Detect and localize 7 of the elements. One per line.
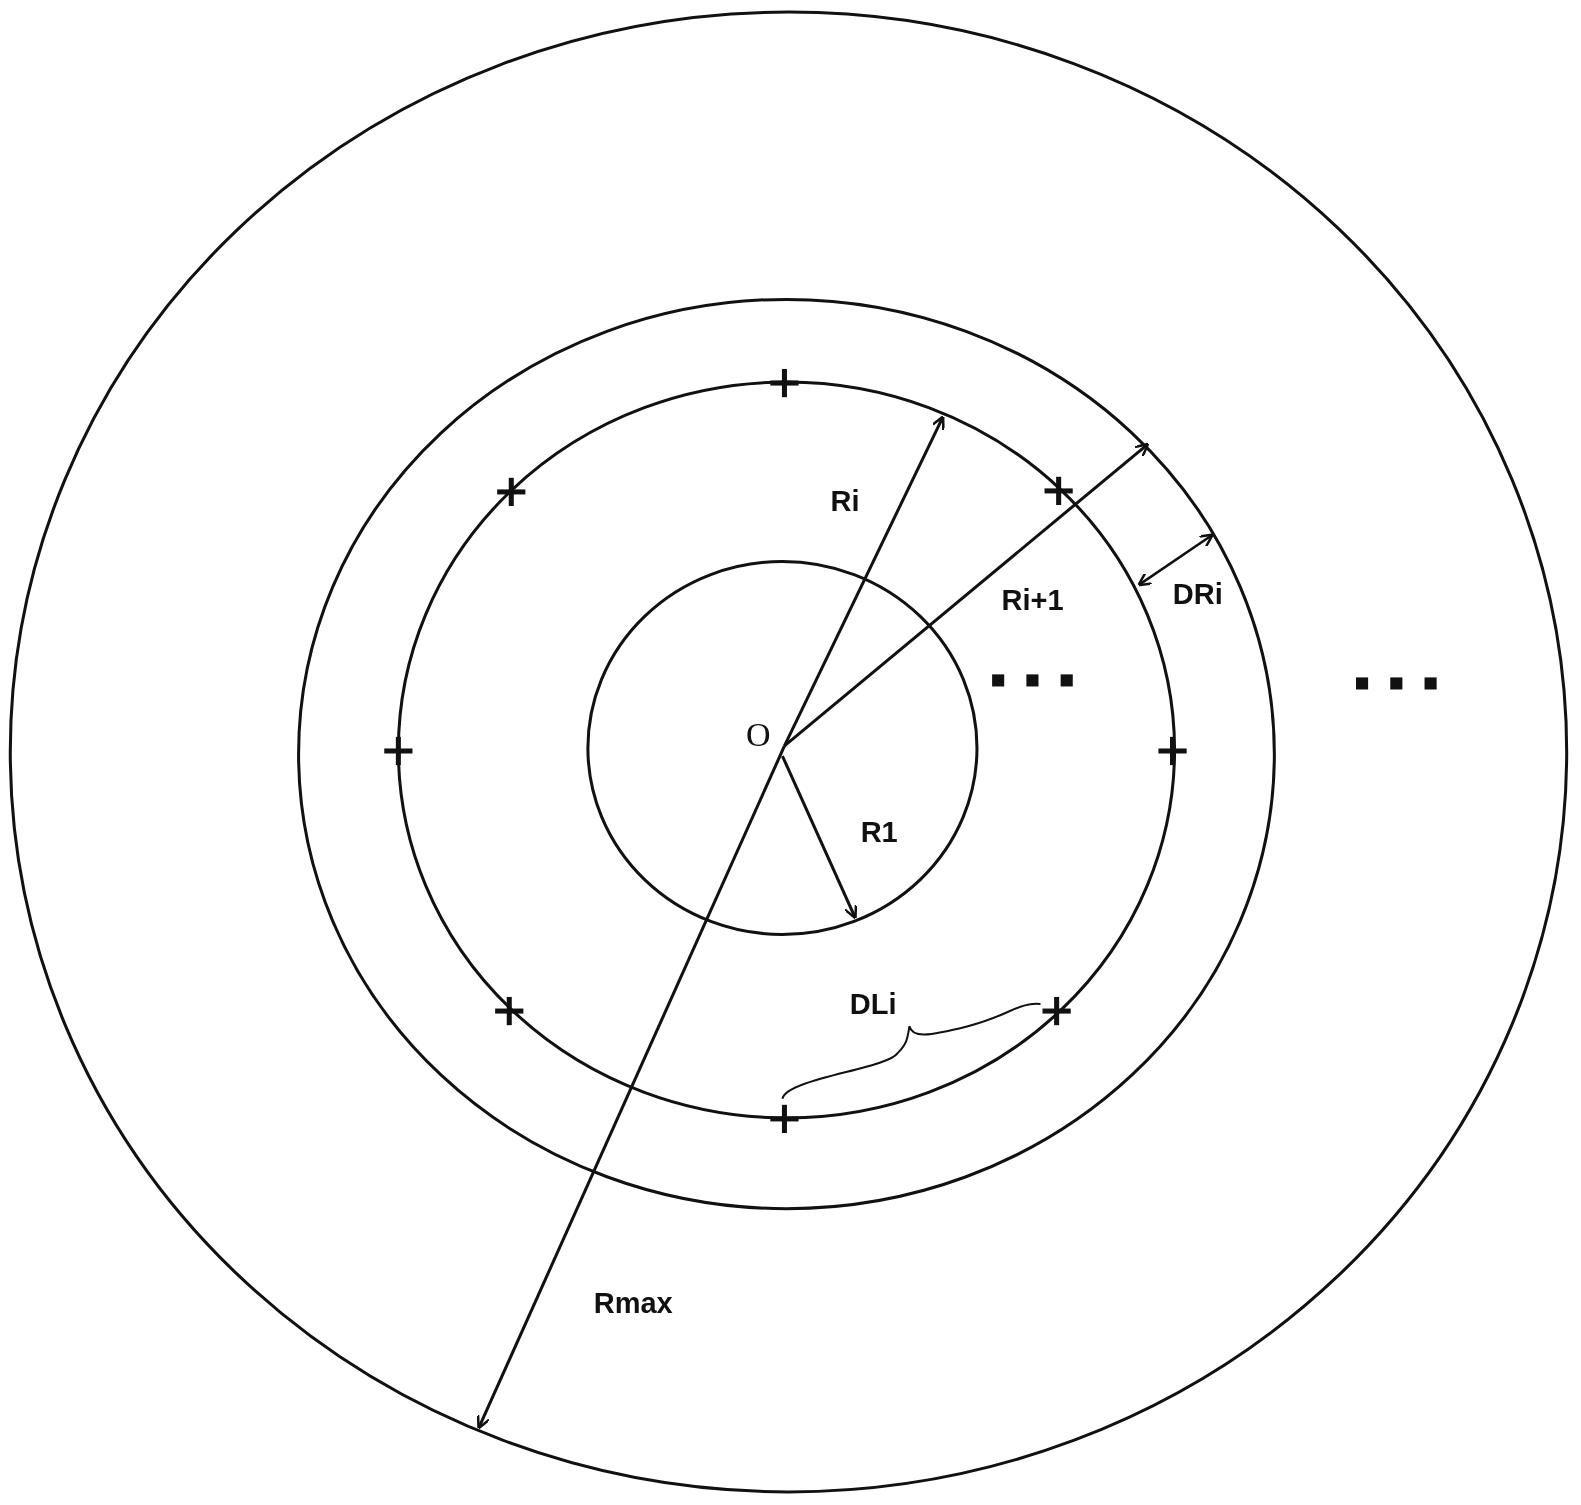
- dimension-label: Ri+1: [1001, 583, 1064, 619]
- dimension-label: DRi: [1172, 577, 1223, 613]
- dimension-label: DLi: [849, 987, 897, 1023]
- dimension-label: Ri: [830, 484, 860, 520]
- dimension-label: Rmax: [593, 1285, 673, 1321]
- dimension-label: R1: [860, 815, 898, 851]
- origin-label: O: [745, 714, 771, 755]
